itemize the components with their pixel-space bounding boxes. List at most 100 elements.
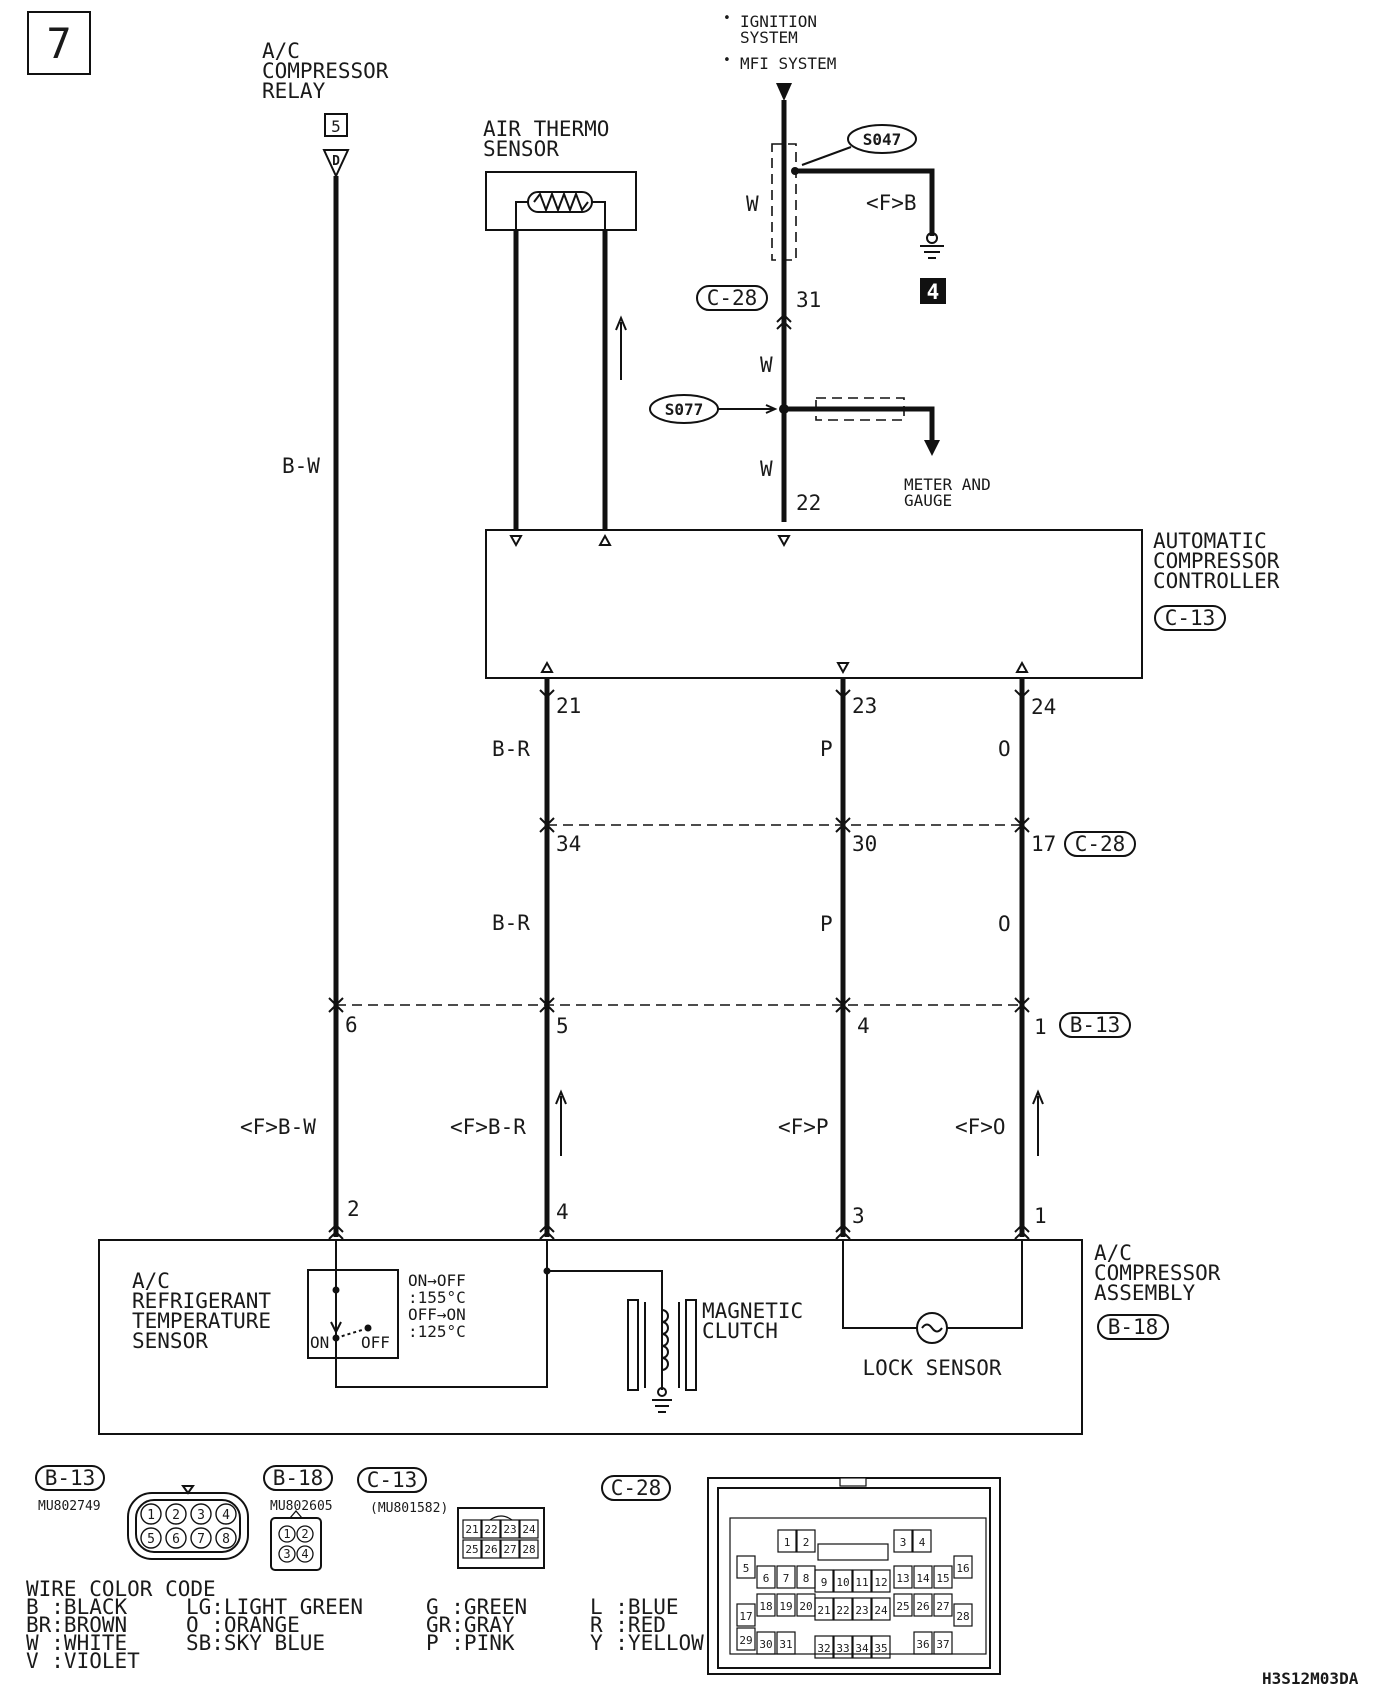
pin-socket <box>776 1631 796 1655</box>
legend-br: BR:BROWN <box>26 1613 127 1637</box>
connector-tag-b18 <box>1097 1314 1169 1340</box>
ground-icon <box>920 232 944 259</box>
ignition-line1b: SYSTEM <box>740 28 798 47</box>
connector-tag-c28-mid <box>1064 831 1136 857</box>
refrig-line2: REFRIGERANT <box>132 1289 271 1313</box>
splice-s047-pointer <box>801 146 852 166</box>
pin-label: 22 <box>484 1523 497 1536</box>
pin-label: 18 <box>759 1600 772 1613</box>
meter-label-line2: GAUGE <box>904 491 952 510</box>
pin-socket <box>893 1529 913 1553</box>
ctrl-in-pin-1 <box>509 535 523 548</box>
connector-view-tag-b18 <box>263 1465 333 1491</box>
connector-view-tag-c28 <box>601 1475 671 1501</box>
pin-label: 25 <box>896 1600 909 1613</box>
pin-socket <box>519 1539 539 1559</box>
controller-line1: AUTOMATIC <box>1153 529 1267 553</box>
pin-socket <box>756 1565 776 1589</box>
refrig-line4: SENSOR <box>132 1329 208 1353</box>
pin-socket <box>296 1545 314 1563</box>
pin-socket <box>481 1539 501 1559</box>
svg-text:•: • <box>723 53 731 68</box>
pin-socket <box>165 1503 187 1525</box>
pin-socket <box>933 1631 953 1655</box>
connector-tag-b13 <box>1059 1012 1131 1038</box>
pin-label: 26 <box>916 1600 929 1613</box>
pin-label: 28 <box>956 1610 969 1623</box>
pin-label: 7 <box>197 1532 205 1547</box>
switch-temp-1: :155°C <box>408 1288 466 1307</box>
legend-gr: GR:GRAY <box>426 1613 515 1637</box>
pin-socket <box>736 1603 756 1627</box>
switch-contact <box>364 1324 372 1332</box>
switch-off-label: OFF <box>361 1333 390 1352</box>
ctrl-in-pin-23 <box>836 662 850 675</box>
meter-label-line1: METER AND <box>904 475 991 494</box>
switch-temp-2: :125°C <box>408 1322 466 1341</box>
wire-label-w-1: W <box>746 192 759 216</box>
assy-line2: COMPRESSOR <box>1094 1261 1221 1285</box>
connector-housing-b18 <box>270 1517 322 1571</box>
wire-label-p-1: P <box>820 737 833 761</box>
legend-sb: SB:SKY BLUE <box>186 1631 325 1655</box>
legend-title: WIRE COLOR CODE <box>26 1577 216 1601</box>
pin-socket <box>777 1529 797 1553</box>
pin-socket <box>462 1519 482 1539</box>
air-thermo-line1: AIR THERMO <box>483 117 609 141</box>
pin-label: 24 <box>874 1604 888 1617</box>
pin-label: 10 <box>836 1576 849 1589</box>
thermistor-zigzag-icon <box>533 191 589 213</box>
wire-label-b-r-2: B-R <box>492 911 530 935</box>
connector-marks-b18 <box>328 1223 1030 1240</box>
pin-label: 27 <box>936 1600 949 1613</box>
pin-b18-4: 4 <box>556 1200 569 1224</box>
diagram-number: 7 <box>46 19 71 68</box>
ignition-label: • IGNITION SYSTEM • MFI SYSTEM <box>723 11 836 73</box>
automatic-compressor-controller-box <box>485 529 1143 679</box>
pin-label: 9 <box>821 1576 828 1589</box>
pin-label: 31 <box>779 1638 792 1651</box>
pin-b13-6: 6 <box>345 1013 358 1037</box>
pin-label: 26 <box>484 1543 497 1556</box>
pin-socket <box>140 1527 162 1549</box>
compressor-assembly-label: A/C COMPRESSOR ASSEMBLY <box>1094 1241 1221 1305</box>
ctrl-out-pin-24 <box>1015 660 1029 673</box>
wire-label-fb: <F>B <box>866 191 917 215</box>
pin-c13-24: 24 <box>1031 695 1056 719</box>
controller-line2: COMPRESSOR <box>1153 549 1280 573</box>
pin-label: 23 <box>503 1523 516 1536</box>
pin-label: 1 <box>283 1527 290 1541</box>
pin-socket <box>933 1565 953 1589</box>
ground-number: 4 <box>927 280 940 304</box>
relay-terminal-triangle <box>322 149 350 179</box>
wire-label-w-2: W <box>760 353 773 377</box>
connector-housing-c13 <box>457 1507 545 1569</box>
pin-label: 6 <box>172 1532 180 1547</box>
refrig-line3: TEMPERATURE <box>132 1309 271 1333</box>
magnetic-clutch-icon <box>627 1299 697 1413</box>
pin-socket <box>913 1565 933 1589</box>
pin-b13-4: 4 <box>857 1014 870 1038</box>
wire-label-b-r-1: B-R <box>492 737 530 761</box>
pin-label: 2 <box>172 1508 180 1523</box>
pin-socket <box>776 1565 796 1589</box>
legend-v: V :VIOLET <box>26 1649 140 1673</box>
relay-label-line1: A/C <box>262 39 300 63</box>
relay-label-line2: COMPRESSOR <box>262 59 389 83</box>
lock-sensor-label: LOCK SENSOR <box>862 1356 1001 1380</box>
pin-label: 21 <box>465 1523 478 1536</box>
connector-view-label-c13: C-13 <box>367 1468 418 1492</box>
pin-c13-23: 23 <box>852 694 877 718</box>
legend-w: W :WHITE <box>26 1631 127 1655</box>
pin-label: 2 <box>803 1536 810 1549</box>
controller-label: AUTOMATIC COMPRESSOR CONTROLLER <box>1153 529 1280 593</box>
splice-s077-label: S077 <box>665 400 704 419</box>
clutch-label-line1: MAGNETIC <box>702 1299 803 1323</box>
diagram-number-box <box>27 11 91 75</box>
legend-o: O :ORANGE <box>186 1613 300 1637</box>
pin-label: 30 <box>759 1638 772 1651</box>
refrigerant-sensor-box <box>307 1269 399 1359</box>
